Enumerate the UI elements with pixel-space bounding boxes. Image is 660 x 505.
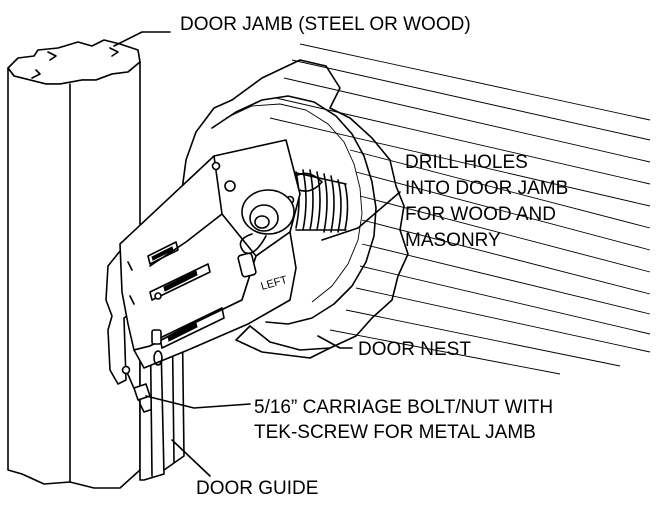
door-nest-coil (175, 43, 651, 375)
carriage-bolt-label-line1: 5/16” CARRIAGE BOLT/NUT WITH (254, 397, 553, 418)
leader-lines (113, 31, 401, 477)
door-jamb-post (7, 39, 141, 489)
door-nest-label: DOOR NEST (358, 339, 471, 360)
mounting-bracket: LEFT (105, 139, 301, 385)
carriage-bolt (121, 365, 151, 413)
drill-holes-label-line3: FOR WOOD AND (405, 204, 556, 225)
torsion-spring (289, 169, 349, 233)
door-guide-label: DOOR GUIDE (196, 478, 318, 499)
drill-holes-label-line4: MASONRY (405, 230, 501, 251)
drill-holes-label-line2: INTO DOOR JAMB (405, 178, 568, 199)
door-jamb-label: DOOR JAMB (STEEL OR WOOD) (180, 14, 471, 35)
carriage-bolt-label-line2: TEK-SCREW FOR METAL JAMB (254, 422, 536, 443)
drill-holes-label-line1: DRILL HOLES (405, 152, 528, 173)
